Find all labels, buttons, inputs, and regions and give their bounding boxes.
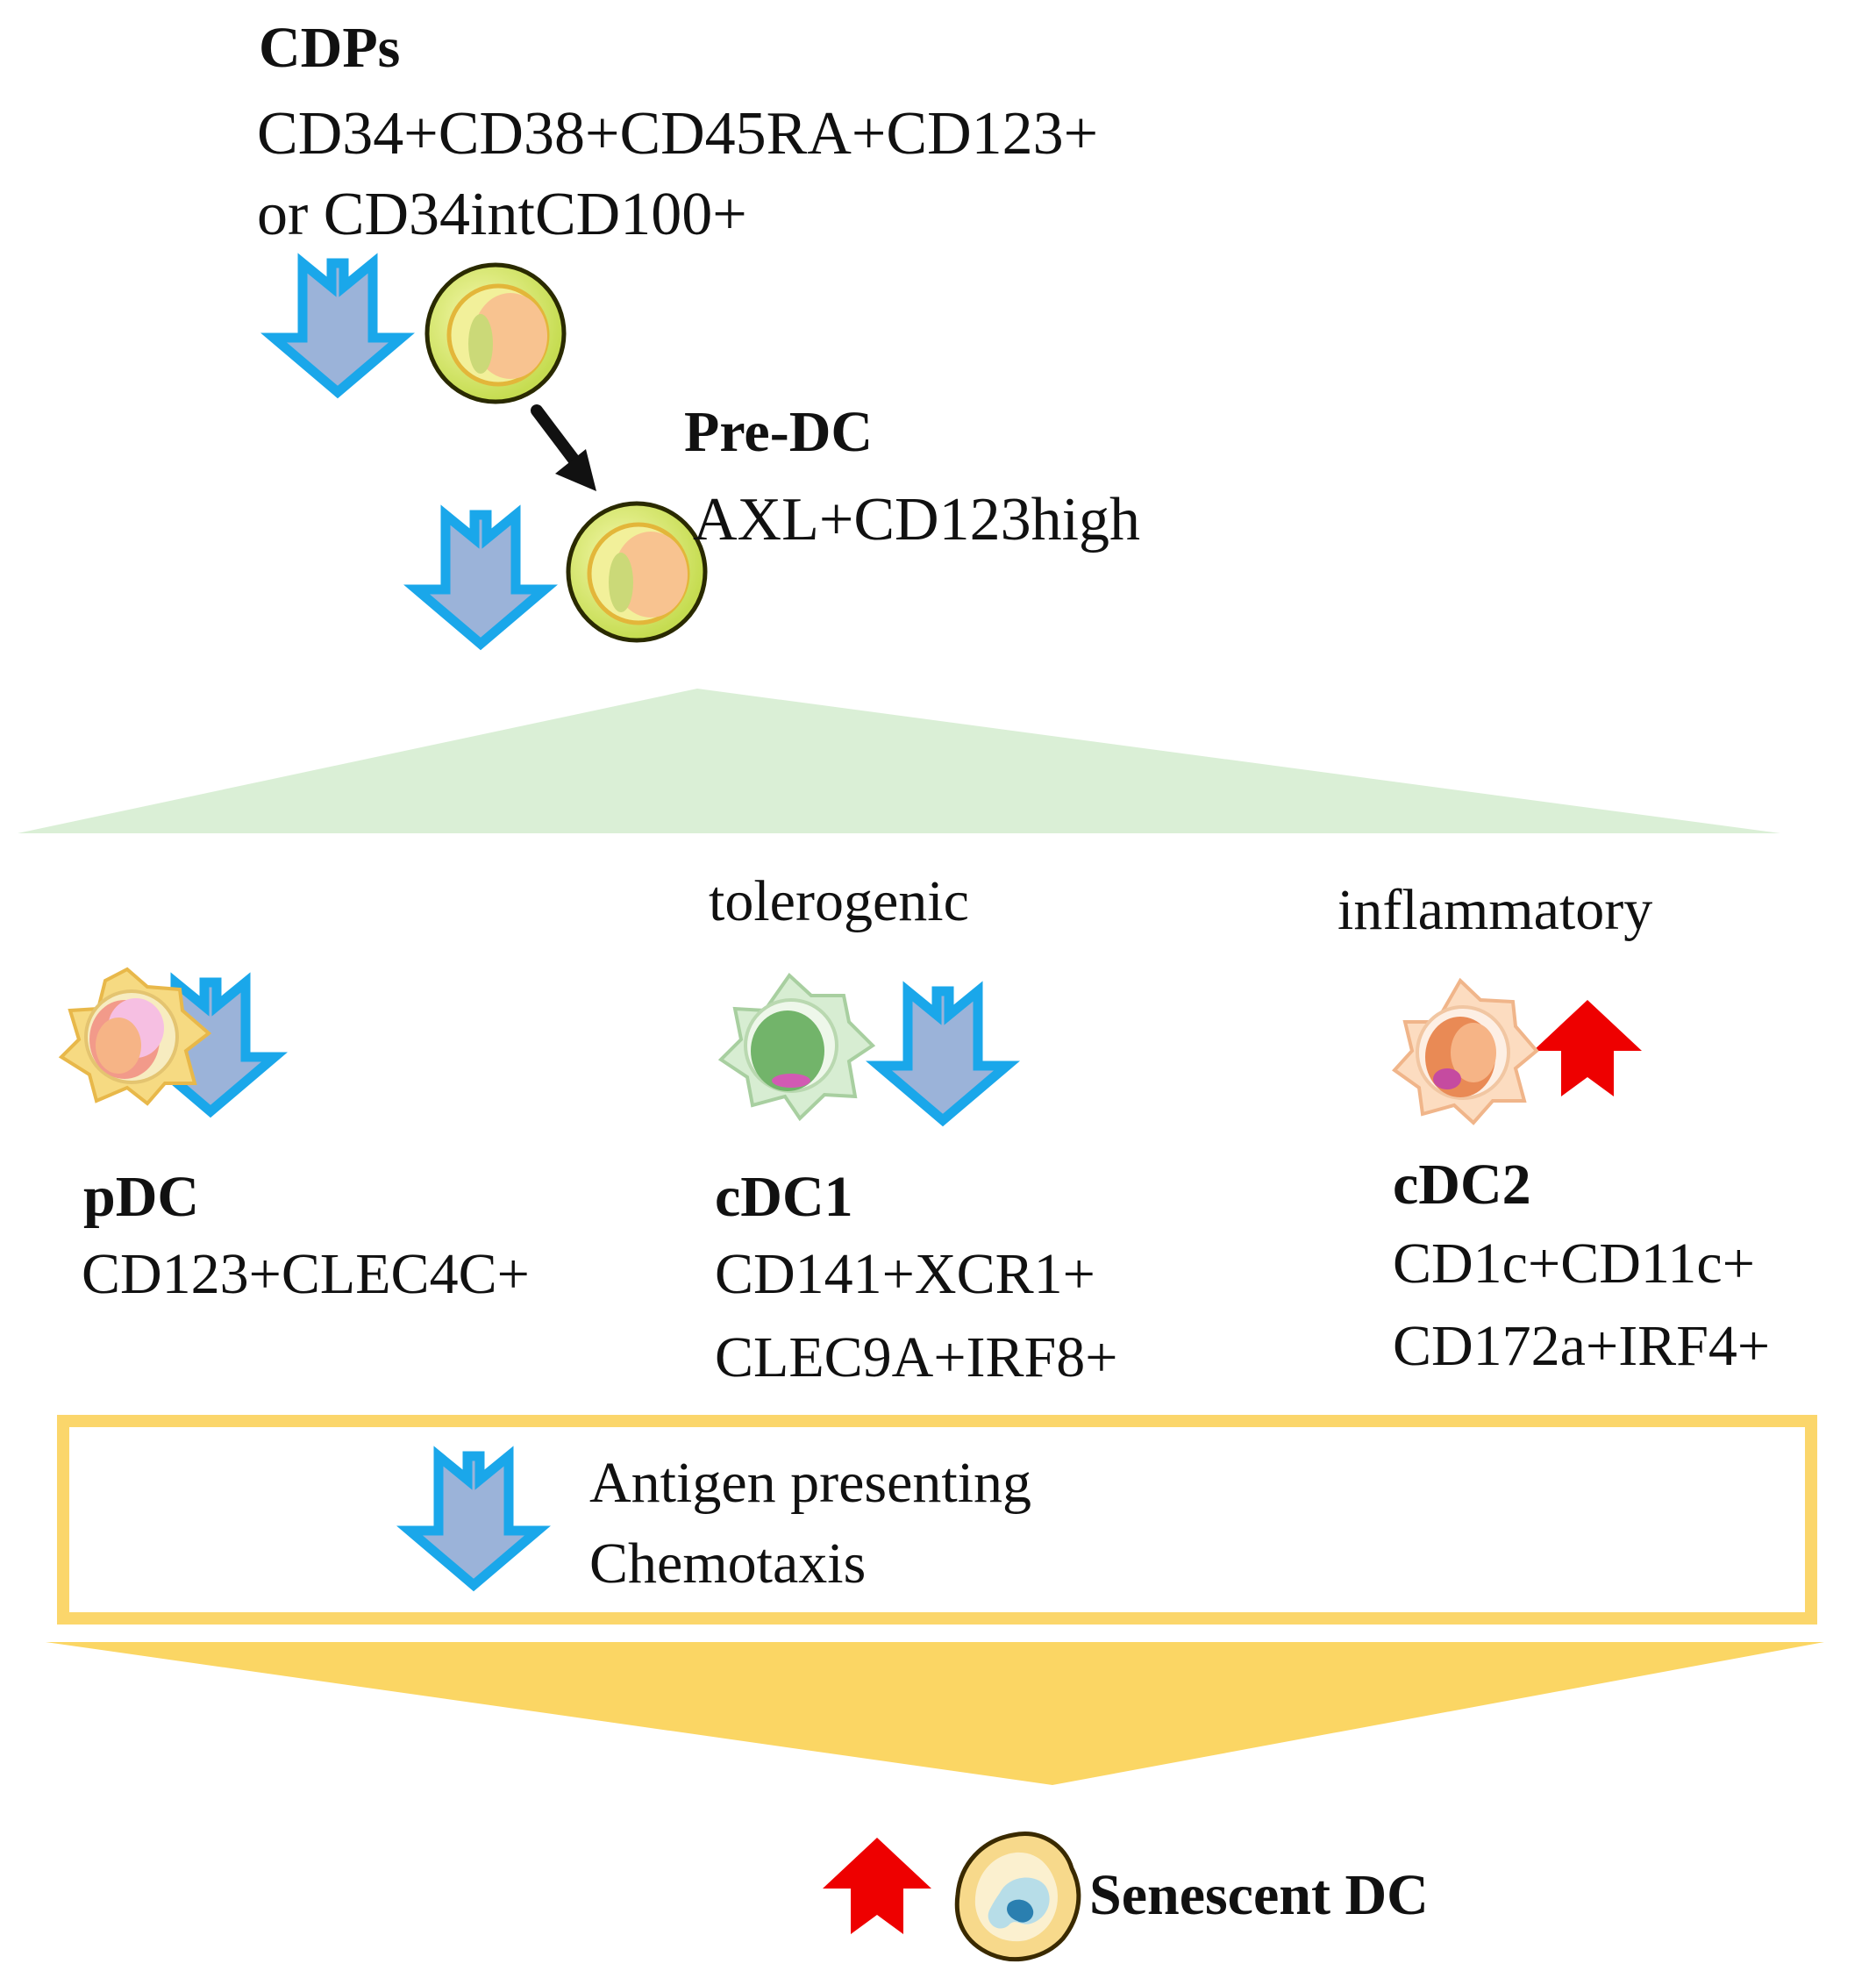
- predc-decrease-arrow-icon: [417, 515, 545, 644]
- function-box-border: [57, 1415, 1817, 1625]
- cdc1-decrease-arrow-icon: [879, 991, 1007, 1120]
- predc-markers: AXL+CD123high: [693, 486, 1141, 553]
- pdc-cell-icon: [58, 967, 212, 1106]
- cdp-decrease-arrow-icon: [274, 263, 402, 392]
- pdc-title: pDC: [83, 1165, 200, 1229]
- function-line-chemotaxis: Chemotaxis: [589, 1532, 867, 1596]
- senescent-cell-icon: [954, 1832, 1081, 1962]
- cdc1-markers-line1: CD141+XCR1+: [715, 1242, 1095, 1306]
- tolerogenic-label: tolerogenic: [709, 869, 969, 933]
- cdc2-markers-line2: CD172a+IRF4+: [1393, 1314, 1771, 1378]
- cdc2-increase-arrow-icon: [1533, 1000, 1642, 1096]
- inflammatory-label: inflammatory: [1337, 878, 1653, 942]
- senescent-increase-arrow-icon: [823, 1838, 931, 1934]
- cdp-cell-icon: [424, 262, 567, 404]
- yellow-fan-shape: [46, 1642, 1824, 1785]
- function-decrease-arrow-icon: [410, 1456, 538, 1585]
- cdps-markers-line2: or CD34intCD100+: [257, 181, 747, 248]
- pdc-markers: CD123+CLEC4C+: [82, 1242, 530, 1306]
- cdc2-title: cDC2: [1393, 1153, 1531, 1217]
- cdc2-cell-icon: [1392, 977, 1539, 1125]
- predc-cell-icon: [566, 501, 708, 643]
- cdc2-markers-line1: CD1c+CD11c+: [1393, 1232, 1755, 1296]
- cdc1-title: cDC1: [715, 1165, 853, 1229]
- green-fan-shape: [18, 689, 1780, 833]
- cdc1-markers-line2: CLEC9A+IRF8+: [715, 1325, 1118, 1389]
- cdc1-cell-icon: [717, 972, 876, 1122]
- function-line-antigen: Antigen presenting: [589, 1451, 1032, 1515]
- cdps-title: CDPs: [259, 16, 401, 80]
- cdp-to-predc-arrow-icon: [531, 404, 596, 491]
- predc-title: Pre-DC: [684, 400, 874, 464]
- cdps-markers-line1: CD34+CD38+CD45RA+CD123+: [257, 100, 1099, 168]
- senescent-dc-title: Senescent DC: [1089, 1863, 1429, 1927]
